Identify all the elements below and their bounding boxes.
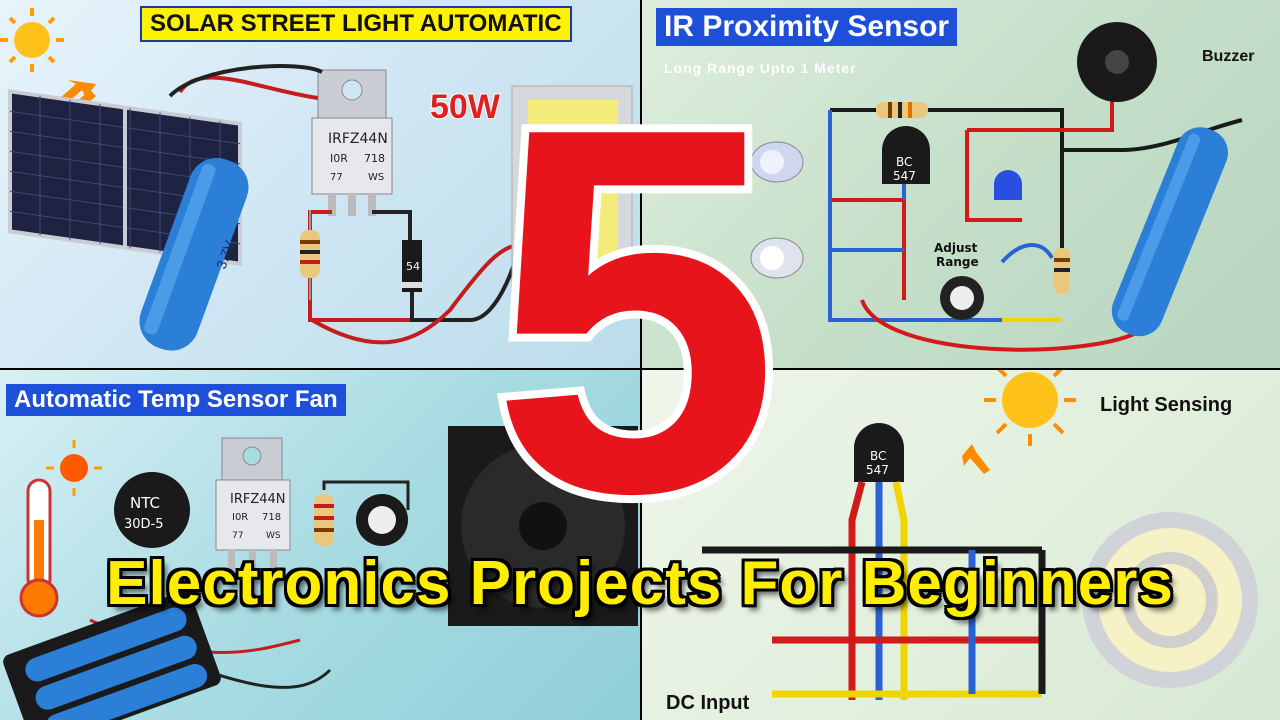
- light-transistor-line2: 547: [866, 463, 889, 477]
- dc-input-label: DC Input: [666, 692, 750, 714]
- diode-label: 54: [406, 260, 420, 273]
- thermometer-icon: [19, 478, 59, 618]
- fan-mosfet-line4: 77: [232, 531, 243, 541]
- power-label: 50W: [430, 88, 501, 126]
- fan-mosfet-line3: 718: [262, 512, 281, 523]
- solar-circuit-illustration: 3.7V IRFZ44N I0R 718 77 WS: [0, 8, 633, 351]
- temp-fan-title: Automatic Temp Sensor Fan: [6, 384, 346, 416]
- solar-title: SOLAR STREET LIGHT AUTOMATIC: [140, 6, 572, 42]
- adjust-label-1: Adjust: [934, 241, 978, 255]
- ir-transistor-line2: 547: [893, 169, 916, 183]
- ir-led-top: [750, 141, 804, 183]
- potentiometer: [356, 494, 408, 546]
- ir-proximity-panel: BC 547 Adjust Range IR Proximity Sensor …: [642, 0, 1280, 368]
- blue-led: [994, 170, 1022, 200]
- headline-banner: Electronics Projects For Beginners: [106, 549, 1174, 618]
- ntc-line2: 30D-5: [124, 517, 164, 532]
- potentiometer: [940, 276, 984, 320]
- ntc-line1: NTC: [130, 494, 160, 512]
- fan-mosfet-line1: IRFZ44N: [230, 492, 286, 507]
- fan: [448, 426, 638, 626]
- ir-circuit-illustration: BC 547 Adjust Range: [750, 22, 1243, 352]
- mosfet-line4: 77: [330, 172, 343, 183]
- resistor: [314, 494, 334, 546]
- big-number-five: 5: [482, 90, 787, 520]
- arrows-icon: [962, 444, 990, 474]
- resistor: [876, 102, 928, 118]
- led-panel: [511, 85, 633, 303]
- adjust-label-2: Range: [936, 255, 979, 269]
- resistor: [300, 210, 320, 300]
- buzzer-icon: [1077, 22, 1157, 102]
- ir-led-bottom: [750, 237, 804, 279]
- battery: [139, 157, 249, 351]
- ir-transistor-line1: BC: [896, 155, 912, 169]
- diode: [402, 240, 422, 292]
- mosfet: [215, 437, 291, 570]
- ir-title: IR Proximity Sensor: [656, 8, 958, 46]
- adjust-arrow-icon: [1000, 243, 1054, 264]
- battery-holder: [3, 591, 221, 720]
- svg-text:5: 5: [490, 90, 779, 520]
- fan-mosfet-line5: WS: [266, 531, 281, 541]
- light-sensing-title: Light Sensing: [1100, 394, 1233, 416]
- sun-icon: [984, 370, 1076, 446]
- fan-mosfet-line2: I0R: [232, 512, 248, 523]
- transistor: [854, 423, 904, 482]
- mosfet: [311, 69, 393, 216]
- fan-circuit-illustration: NTC 30D-5 IRFZ44N I0R 718 77 WS: [3, 426, 638, 720]
- sun-icon: [46, 440, 102, 496]
- resistor-right: [1054, 248, 1070, 294]
- solar-street-light-panel: 3.7V IRFZ44N I0R 718 77 WS: [0, 0, 640, 368]
- mosfet-line2: I0R: [330, 152, 348, 165]
- mosfet-line1: IRFZ44N: [328, 131, 388, 147]
- cob-led: [1082, 512, 1258, 688]
- mosfet-line5: WS: [368, 172, 384, 183]
- light-sensing-panel: BC 547 Light Sensing DC Input: [642, 370, 1280, 720]
- ir-subtitle: Long Range Upto 1 Meter: [664, 60, 857, 76]
- light-transistor-line1: BC: [870, 449, 886, 463]
- mosfet-line3: 718: [364, 152, 385, 165]
- light-circuit-illustration: BC 547: [702, 370, 1258, 700]
- transistor: [882, 126, 930, 184]
- battery: [1111, 127, 1228, 337]
- ntc-thermistor: [114, 472, 190, 548]
- sun-icon: [0, 8, 64, 72]
- buzzer-label: Buzzer: [1202, 48, 1255, 65]
- temp-sensor-fan-panel: NTC 30D-5 IRFZ44N I0R 718 77 WS: [0, 370, 640, 720]
